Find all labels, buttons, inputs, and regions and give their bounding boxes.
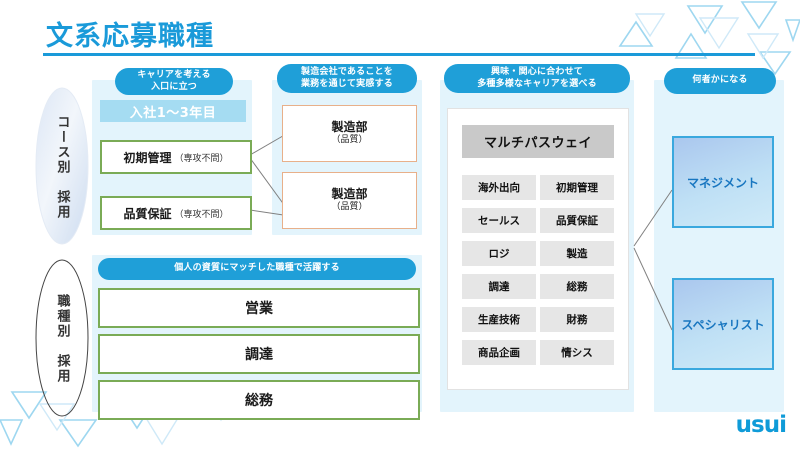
multipath-cell-right-0[interactable]: 初期管理 bbox=[540, 175, 614, 200]
multipath-cell-left-4[interactable]: 生産技術 bbox=[462, 307, 536, 332]
pill-jobtype-line1: 個人の資質にマッチした職種で活躍する bbox=[174, 263, 340, 274]
jobtype-box-general-affairs[interactable]: 総務 bbox=[98, 380, 420, 420]
entry-box-quality-assurance[interactable]: 品質保証 （専攻不問） bbox=[100, 196, 252, 230]
entry-box-0-label: 初期管理 bbox=[123, 150, 172, 165]
pill-multipath-line1: 興味・関心に合わせて bbox=[490, 66, 583, 77]
experience-box-1-label: 製造部 bbox=[331, 187, 368, 202]
multipath-card-title: マルチパスウェイ bbox=[462, 125, 614, 158]
multipath-cell-right-1[interactable]: 品質保証 bbox=[540, 208, 614, 233]
multipath-cell-left-0[interactable]: 海外出向 bbox=[462, 175, 536, 200]
entry-box-0-note: （専攻不問） bbox=[174, 153, 229, 164]
pill-entry-line1: キャリアを考える bbox=[137, 69, 211, 80]
pill-entry-line2: 入口に立つ bbox=[150, 81, 197, 92]
entry-year-band: 入社1〜3年目 bbox=[100, 100, 246, 122]
pill-entry: キャリアを考える 入口に立つ bbox=[115, 68, 233, 95]
pill-become-line1: 何者かになる bbox=[692, 75, 748, 86]
multipath-cell-left-3[interactable]: 調達 bbox=[462, 274, 536, 299]
experience-box-1[interactable]: 製造部 （品質） bbox=[282, 172, 417, 229]
multipath-card: マルチパスウェイ 海外出向 セールス ロジ 調達 生産技術 商品企画 初期管理 … bbox=[447, 108, 629, 390]
entry-box-initial-management[interactable]: 初期管理 （専攻不問） bbox=[100, 140, 252, 174]
job-type-based-label: 職種別 採用 bbox=[54, 294, 70, 384]
multipath-cell-left-5[interactable]: 商品企画 bbox=[462, 340, 536, 365]
title-divider bbox=[43, 53, 755, 56]
multipath-cell-right-2[interactable]: 製造 bbox=[540, 241, 614, 266]
entry-box-1-label: 品質保証 bbox=[123, 206, 172, 221]
entry-box-1-note: （専攻不問） bbox=[174, 209, 229, 220]
multipath-cell-left-2[interactable]: ロジ bbox=[462, 241, 536, 266]
jobtype-box-procurement[interactable]: 調達 bbox=[98, 334, 420, 374]
pill-experience-line1: 製造会社であることを bbox=[301, 66, 393, 77]
multipath-cell-left-1[interactable]: セールス bbox=[462, 208, 536, 233]
experience-box-0-sub: （品質） bbox=[331, 135, 368, 146]
pill-experience: 製造会社であることを 業務を通じて実感する bbox=[277, 64, 417, 93]
become-box-management[interactable]: マネジメント bbox=[672, 136, 774, 228]
become-box-specialist[interactable]: スペシャリスト bbox=[672, 278, 774, 370]
experience-box-0[interactable]: 製造部 （品質） bbox=[282, 105, 417, 162]
usui-logo: usui bbox=[735, 412, 787, 438]
pill-multipath-line2: 多種多様なキャリアを選べる bbox=[477, 78, 597, 89]
multipath-cell-right-3[interactable]: 総務 bbox=[540, 274, 614, 299]
pill-become: 何者かになる bbox=[664, 68, 776, 94]
multipath-cell-right-4[interactable]: 財務 bbox=[540, 307, 614, 332]
experience-box-0-label: 製造部 bbox=[331, 120, 368, 135]
page-title: 文系応募職種 bbox=[46, 21, 214, 52]
pill-jobtype: 個人の資質にマッチした職種で活躍する bbox=[98, 258, 416, 280]
pill-experience-line2: 業務を通じて実感する bbox=[300, 78, 393, 89]
experience-box-1-sub: （品質） bbox=[331, 202, 368, 213]
course-based-label: コース別 採用 bbox=[54, 114, 70, 220]
pill-multipath: 興味・関心に合わせて 多種多様なキャリアを選べる bbox=[444, 64, 630, 93]
course-based-ellipse bbox=[35, 87, 89, 245]
multipath-cell-right-5[interactable]: 情シス bbox=[540, 340, 614, 365]
jobtype-box-sales[interactable]: 営業 bbox=[98, 288, 420, 328]
